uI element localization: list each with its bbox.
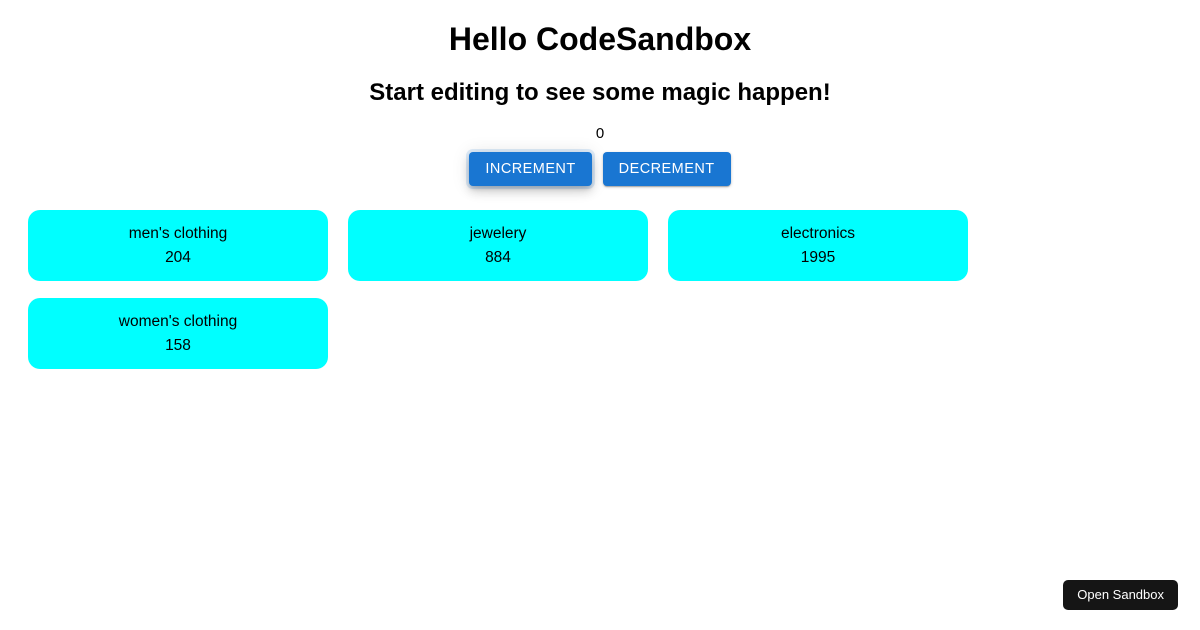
page-subtitle: Start editing to see some magic happen! <box>369 79 831 106</box>
counter-section: 0 INCREMENT DECREMENT <box>0 107 1200 186</box>
category-name: jewelery <box>469 224 527 242</box>
category-card[interactable]: men's clothing 204 <box>28 210 328 281</box>
category-card[interactable]: jewelery 884 <box>348 210 648 281</box>
increment-button[interactable]: INCREMENT <box>469 152 592 186</box>
page-title: Hello CodeSandbox <box>448 21 752 57</box>
counter-button-group: INCREMENT DECREMENT <box>0 152 1200 186</box>
category-count: 158 <box>165 336 191 354</box>
category-card[interactable]: women's clothing 158 <box>28 298 328 369</box>
category-count: 204 <box>165 248 191 266</box>
category-count: 884 <box>485 248 511 266</box>
open-sandbox-button[interactable]: Open Sandbox <box>1063 580 1178 610</box>
counter-value: 0 <box>595 125 605 142</box>
decrement-button[interactable]: DECREMENT <box>602 152 731 186</box>
category-name: electronics <box>780 224 856 242</box>
category-card-list: men's clothing 204 jewelery 884 electron… <box>0 210 1200 369</box>
category-card[interactable]: electronics 1995 <box>668 210 968 281</box>
category-count: 1995 <box>800 248 836 266</box>
category-name: women's clothing <box>118 312 238 330</box>
category-name: men's clothing <box>128 224 228 242</box>
